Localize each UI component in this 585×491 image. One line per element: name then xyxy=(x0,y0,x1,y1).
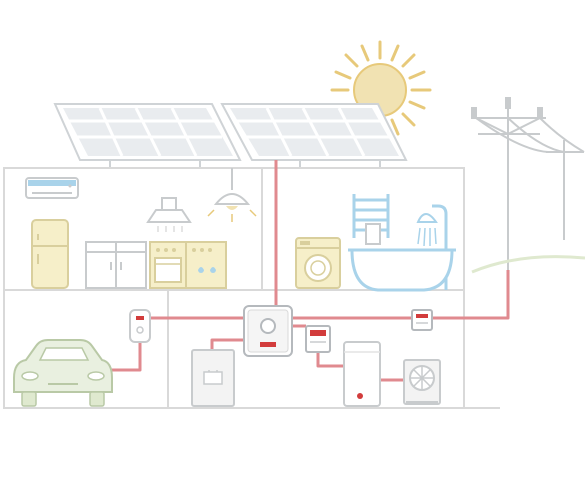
heat-pump-icon xyxy=(403,359,441,405)
sun-icon xyxy=(330,40,432,140)
range-hood-icon xyxy=(146,197,192,232)
ceiling-lamp-icon xyxy=(207,168,257,222)
hot-water-tank-icon xyxy=(343,341,381,407)
wallbox-charger-icon xyxy=(129,309,151,343)
solar-panel-icon xyxy=(53,103,242,168)
bathtub-icon xyxy=(348,248,456,292)
air-conditioner-icon xyxy=(25,177,79,199)
kitchen-cabinet-icon xyxy=(85,241,147,289)
power-cables xyxy=(106,160,510,382)
oven-icon xyxy=(149,241,227,289)
washing-machine-icon xyxy=(295,237,341,289)
energy-meter-icon xyxy=(305,325,331,353)
shower-icon xyxy=(416,204,448,290)
refrigerator-icon xyxy=(31,219,69,289)
inverter-icon xyxy=(243,305,293,357)
towel-radiator-icon xyxy=(352,194,390,245)
power-pole-icon xyxy=(471,97,585,270)
solar-panel-icon xyxy=(220,103,408,168)
battery-storage-icon xyxy=(191,349,235,407)
electric-car-icon xyxy=(13,339,113,407)
grid-meter-icon xyxy=(411,309,433,331)
hill xyxy=(471,255,585,274)
